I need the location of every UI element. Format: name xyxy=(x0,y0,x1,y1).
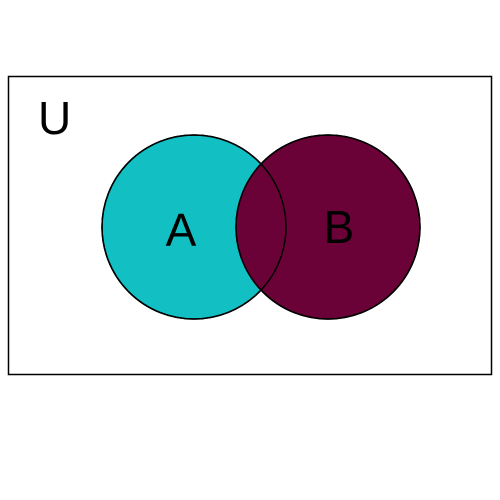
universe-label: U xyxy=(38,92,71,144)
set-b-outline xyxy=(235,134,421,320)
set-a-outline xyxy=(101,134,287,320)
set-a-label: A xyxy=(166,204,197,256)
set-b-label: B xyxy=(324,201,355,253)
